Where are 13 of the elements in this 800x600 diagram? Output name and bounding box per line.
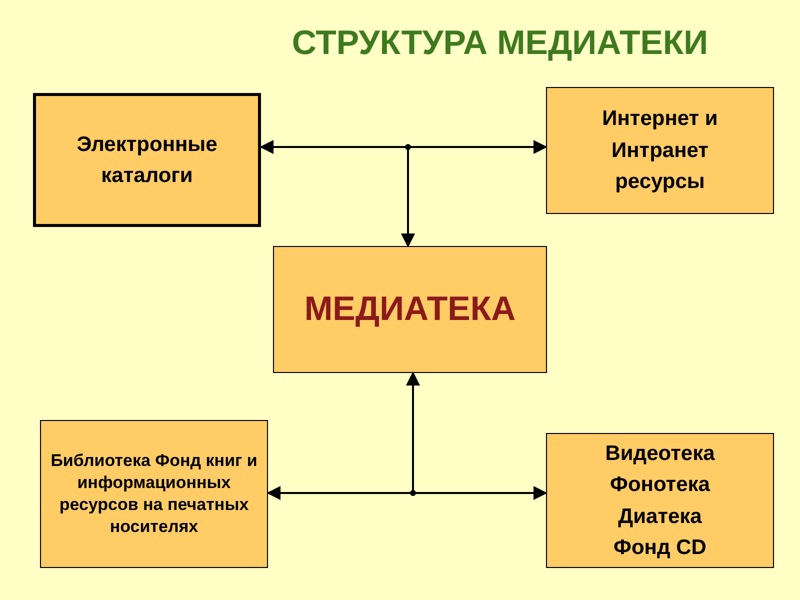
process-box	[546, 433, 774, 568]
process-box	[40, 420, 268, 568]
process-box	[546, 87, 774, 214]
box-label: Интернет и Интранет ресурсы	[601, 106, 719, 196]
box-label: Видеотека Фонотека Диатека Фонд CD	[604, 440, 716, 561]
process-box	[33, 93, 261, 227]
arrow	[406, 372, 548, 500]
box-label: МЕДИАТЕКА	[304, 289, 516, 330]
box-label: Библиотека Фонд книг и информационных ресурсов на печатных носителях	[50, 450, 258, 538]
process-box	[273, 246, 547, 373]
arrow	[401, 140, 548, 248]
title: СТРУКТУРА МЕДИАТЕКИ	[290, 23, 710, 64]
box-label: Электронные каталоги	[76, 132, 218, 189]
